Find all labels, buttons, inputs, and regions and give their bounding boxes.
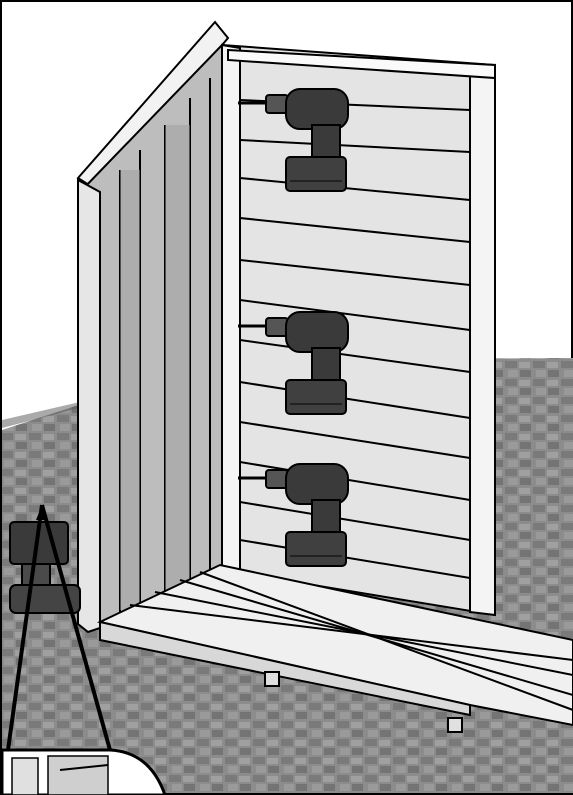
deck-block [265, 672, 279, 686]
deck-block [448, 718, 462, 732]
back-wall [222, 45, 495, 615]
back-wall-left-stud [222, 45, 240, 575]
back-wall-panel [222, 45, 495, 615]
back-wall-right-stud [470, 65, 495, 615]
side-wall-corner-post [78, 180, 100, 632]
